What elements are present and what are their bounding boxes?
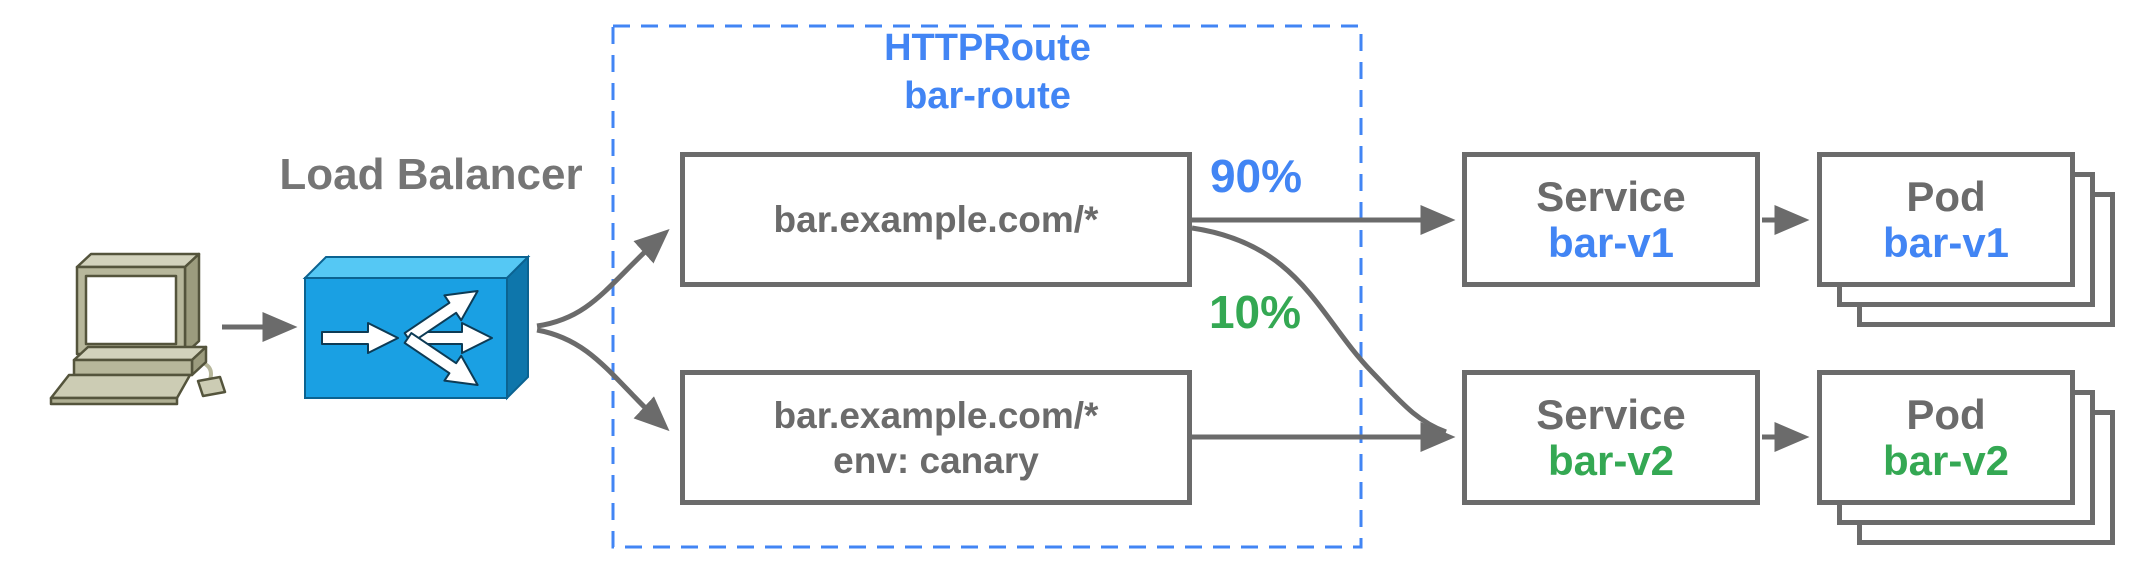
rule-box-2: bar.example.com/* env: canary [680, 370, 1192, 505]
client-computer-icon [49, 252, 227, 406]
pod-box-bar-v1: Pod bar-v1 [1817, 152, 2075, 287]
service-2-kind: Service [1536, 390, 1686, 438]
pod-box-bar-v2: Pod bar-v2 [1817, 370, 2075, 505]
computer-mouse [196, 375, 227, 398]
httproute-kind: HTTPRoute [884, 27, 1091, 69]
load-balancer-label: Load Balancer [279, 150, 583, 199]
rule-2-header-match: env: canary [833, 439, 1039, 481]
computer-keyboard [49, 373, 192, 400]
pod-1-name: bar-v1 [1882, 218, 2010, 266]
httproute-name: bar-route [904, 75, 1071, 117]
pod-2-kind: Pod [1906, 390, 1986, 438]
computer-screen [84, 274, 178, 346]
lb-to-rule2-arrow [536, 327, 670, 432]
service-2-name: bar-v2 [1547, 436, 1675, 484]
lb-to-rule1-arrow [536, 229, 670, 329]
httproute-title: HTTPRoute bar-route [613, 24, 1362, 120]
service-box-bar-v2: Service bar-v2 [1462, 370, 1760, 505]
service-1-name: bar-v1 [1547, 218, 1675, 266]
load-balancer-fanout-glyph [321, 290, 493, 386]
pod-1-kind: Pod [1906, 172, 1986, 220]
weight-90-label: 90% [1209, 150, 1303, 202]
rule-2-match: bar.example.com/* [773, 394, 1099, 436]
pod-2-name: bar-v2 [1882, 436, 2010, 484]
rule1-to-service2-curve [1191, 225, 1447, 435]
weight-10-label: 10% [1208, 286, 1302, 338]
rule-1-match: bar.example.com/* [773, 199, 1099, 240]
rule-box-1: bar.example.com/* [680, 152, 1192, 287]
load-balancer-icon [302, 254, 531, 401]
service-box-bar-v1: Service bar-v1 [1462, 152, 1760, 287]
service-1-kind: Service [1536, 172, 1686, 220]
